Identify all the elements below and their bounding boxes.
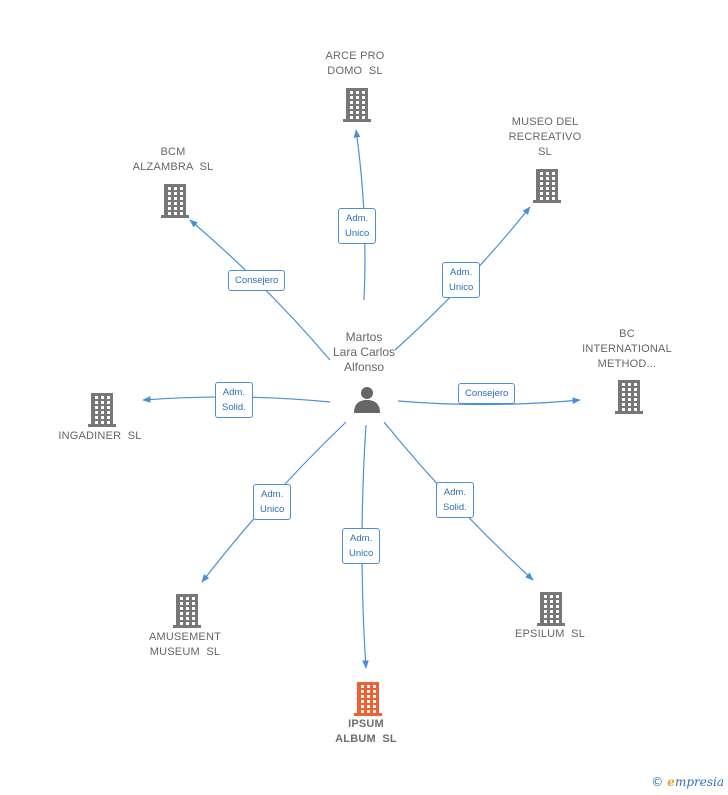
copyright-symbol: © xyxy=(651,775,664,789)
company-museo-building-icon[interactable] xyxy=(532,167,562,203)
company-bc-building-icon[interactable] xyxy=(614,378,644,414)
relation-label-museo[interactable]: Adm. Unico xyxy=(442,262,481,298)
relation-label-ingadiner[interactable]: Adm. Solid. xyxy=(215,382,253,418)
company-arce-building-icon[interactable] xyxy=(342,86,372,122)
company-amusement-building-icon[interactable] xyxy=(172,592,202,628)
company-ipsum-label[interactable]: IPSUM ALBUM SL xyxy=(335,718,397,745)
company-ipsum-building-icon[interactable] xyxy=(353,680,383,716)
relation-label-amusement[interactable]: Adm. Unico xyxy=(253,484,292,520)
relation-label-bcm[interactable]: Consejero xyxy=(228,270,286,291)
relation-label-epsilum[interactable]: Adm. Solid. xyxy=(436,482,474,518)
brand-logo: ©empresia xyxy=(651,775,724,789)
company-bcm-label[interactable]: BCM ALZAMBRA SL xyxy=(132,146,214,173)
company-museo-label[interactable]: MUSEO DEL RECREATIVO SL xyxy=(508,116,582,158)
person-icon[interactable] xyxy=(352,384,382,414)
relation-label-arce[interactable]: Adm. Unico xyxy=(338,208,377,244)
relation-label-ipsum[interactable]: Adm. Unico xyxy=(342,528,381,564)
brand-name: mpresia xyxy=(674,775,724,789)
person-name[interactable]: Martos Lara Carlos Alfonso xyxy=(332,330,396,374)
company-bc-label[interactable]: BC INTERNATIONAL METHOD... xyxy=(582,328,672,370)
company-epsilum-building-icon[interactable] xyxy=(536,590,566,626)
brand-initial: e xyxy=(667,775,675,789)
company-epsilum-label[interactable]: EPSILUM SL xyxy=(514,628,586,640)
company-ingadiner-building-icon[interactable] xyxy=(87,391,117,427)
company-bcm-building-icon[interactable] xyxy=(160,182,190,218)
company-ingadiner-label[interactable]: INGADINER SL xyxy=(58,430,142,442)
company-amusement-label[interactable]: AMUSEMENT MUSEUM SL xyxy=(148,631,222,658)
edge-to-bc xyxy=(397,397,581,406)
company-arce-label[interactable]: ARCE PRO DOMO SL xyxy=(325,50,385,77)
relation-label-bc[interactable]: Consejero xyxy=(458,383,516,404)
